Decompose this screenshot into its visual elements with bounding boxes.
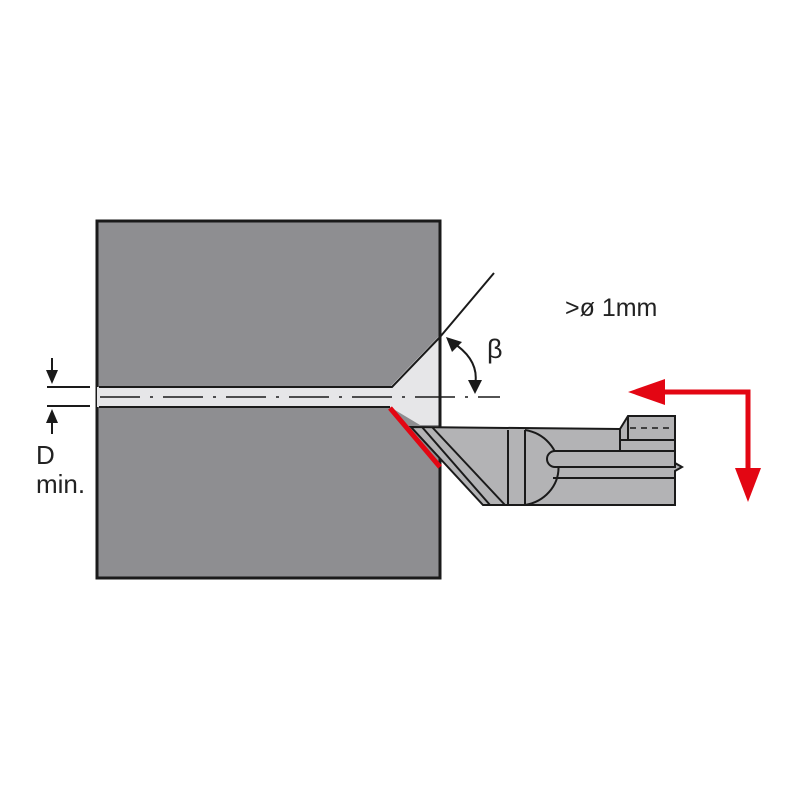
angle-arc <box>451 341 477 386</box>
chamfer-edge-red <box>388 406 442 469</box>
chamfer-extension-line <box>439 272 495 338</box>
d-label: D <box>36 440 55 470</box>
arrowhead-left <box>628 379 665 405</box>
bore-outline <box>99 336 441 388</box>
chamfer-tool <box>408 415 685 506</box>
min-label: min. <box>36 469 86 499</box>
angle-arrowhead-top <box>446 337 462 352</box>
angle-label: β <box>487 334 503 364</box>
min-diameter-label: >ø 1mm <box>565 294 658 322</box>
feed-direction-arrow <box>665 389 751 470</box>
dim-arrowhead-bottom <box>46 409 58 423</box>
bore-hole <box>97 335 440 425</box>
arrowhead-down <box>735 468 761 502</box>
angle-arrowhead-bottom <box>468 380 482 394</box>
dim-arrowhead-top <box>46 370 58 384</box>
